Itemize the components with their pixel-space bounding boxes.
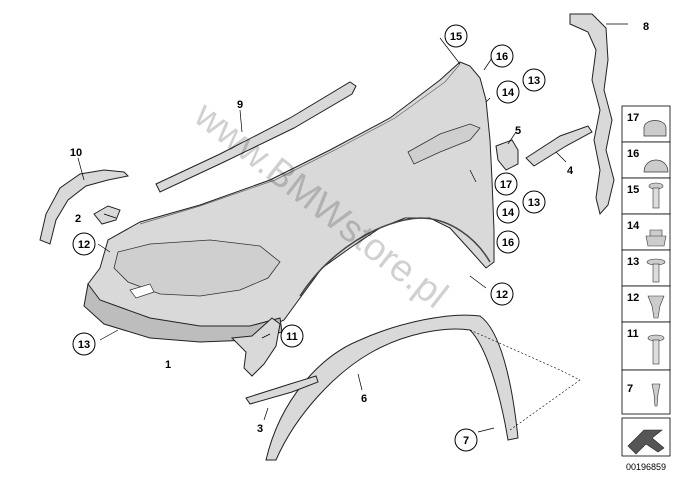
svg-text:16: 16 (502, 237, 514, 249)
callout-16-upper[interactable]: 16 (490, 44, 514, 68)
legend-16: 16 (627, 148, 639, 160)
callout-13-middle[interactable]: 13 (522, 190, 546, 214)
callout-12-right[interactable]: 12 (490, 282, 514, 306)
arrow-icon (627, 429, 665, 455)
seal-strip-9 (155, 81, 357, 193)
legend-17: 17 (627, 112, 639, 124)
callout-16-lower[interactable]: 16 (496, 230, 520, 254)
dome-cap-icon (643, 159, 669, 173)
svg-text:16: 16 (496, 51, 508, 63)
svg-text:12: 12 (78, 239, 90, 251)
legend-12: 12 (627, 292, 639, 304)
label-2[interactable]: 2 (75, 213, 81, 225)
strip-3 (245, 375, 319, 405)
svg-text:7: 7 (463, 435, 469, 447)
grille-4 (525, 125, 593, 167)
callout-13-upper[interactable]: 13 (522, 68, 546, 92)
legend-14: 14 (627, 220, 640, 232)
wheel-arch-trim-6 (265, 314, 519, 461)
svg-text:14: 14 (502, 87, 515, 99)
legend-13: 13 (627, 256, 639, 268)
hex-bolt-icon (647, 334, 665, 365)
label-6[interactable]: 6 (361, 393, 367, 405)
callout-17[interactable]: 17 (494, 172, 518, 196)
legend-7: 7 (627, 383, 633, 395)
callout-12-left[interactable]: 12 (72, 232, 96, 256)
svg-text:13: 13 (528, 75, 540, 87)
legend-11: 11 (627, 328, 639, 340)
callout-11[interactable]: 11 (280, 324, 304, 348)
label-5[interactable]: 5 (515, 125, 521, 137)
label-1[interactable]: 1 (165, 359, 171, 371)
label-10[interactable]: 10 (70, 147, 82, 159)
clip-5 (495, 139, 519, 171)
callout-14-upper[interactable]: 14 (496, 80, 520, 104)
svg-text:14: 14 (502, 207, 515, 219)
front-fender (83, 61, 495, 343)
svg-text:11: 11 (286, 331, 298, 343)
seal-8 (569, 13, 615, 216)
svg-text:13: 13 (528, 197, 540, 209)
svg-text:13: 13 (78, 339, 90, 351)
document-id: 00196859 (626, 462, 666, 472)
screw-icon (648, 182, 664, 209)
label-4[interactable]: 4 (567, 165, 574, 177)
label-3[interactable]: 3 (257, 423, 263, 435)
callout-14-lower[interactable]: 14 (496, 200, 520, 224)
legend-15: 15 (627, 184, 639, 196)
fastener-legend: 17 16 15 14 13 12 11 (621, 105, 671, 457)
plug-icon (643, 120, 667, 137)
svg-text:15: 15 (450, 31, 462, 43)
washer-screw-icon (646, 258, 666, 283)
label-9[interactable]: 9 (237, 99, 243, 111)
clip-nut-icon (645, 229, 667, 247)
bracket-11 (230, 317, 281, 377)
leader-lines (77, 23, 628, 433)
bracket-10 (39, 169, 130, 245)
svg-text:17: 17 (500, 179, 512, 191)
svg-text:12: 12 (496, 289, 508, 301)
pin-icon (651, 383, 661, 407)
expanding-rivet-icon (647, 295, 665, 319)
callout-7[interactable]: 7 (454, 428, 478, 452)
label-8[interactable]: 8 (643, 21, 649, 33)
callout-15[interactable]: 15 (444, 24, 468, 48)
callout-13-left[interactable]: 13 (72, 332, 96, 356)
